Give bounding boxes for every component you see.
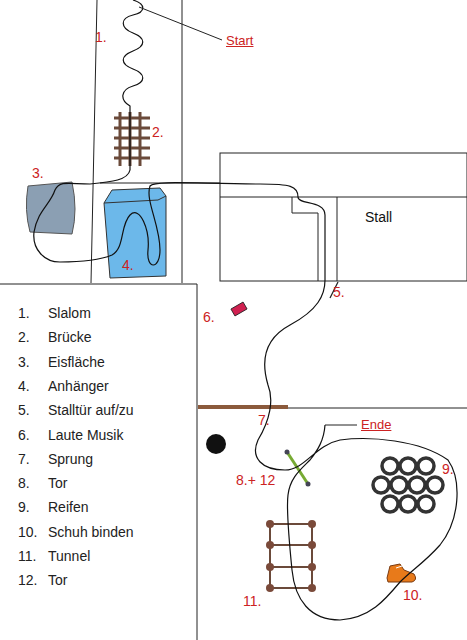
legend-item: Slalom	[48, 306, 91, 321]
start-label: Start	[226, 34, 253, 48]
barn-label: Stall	[337, 197, 467, 225]
legend-item: Laute Musik	[48, 428, 123, 443]
legend-number: 4.	[18, 379, 30, 394]
barn-area: Stall	[337, 197, 467, 281]
legend-number: 11.	[18, 549, 36, 564]
legend-number: 7.	[18, 452, 30, 467]
legend-item: Reifen	[48, 500, 88, 515]
callout-number: 11.	[243, 594, 261, 609]
callout-number: 8.+ 12	[236, 473, 275, 488]
legend-item: Brücke	[48, 330, 92, 345]
legend-number: 1.	[18, 306, 30, 321]
legend-item: Tunnel	[48, 549, 90, 564]
legend-number: 12.	[18, 573, 37, 588]
end-label: Ende	[361, 418, 391, 432]
callout-number: 5.	[333, 285, 345, 300]
legend-item: Sprung	[48, 452, 93, 467]
callout-number: 6.	[203, 310, 215, 325]
legend-item: Tor	[48, 476, 67, 491]
callout-number: 7.	[258, 413, 270, 428]
legend-item: Schuh binden	[48, 525, 134, 540]
callout-number: 4.	[122, 258, 134, 273]
legend-number: 2.	[18, 330, 30, 345]
callout-number: 1.	[95, 30, 107, 45]
callout-number: 10.	[403, 588, 422, 603]
legend-item: Anhänger	[48, 379, 109, 394]
legend-number: 6.	[18, 428, 30, 443]
legend-number: 9.	[18, 500, 30, 515]
legend-number: 8.	[18, 476, 30, 491]
legend-item: Eisfläche	[48, 355, 105, 370]
legend-item: Stalltür auf/zu	[48, 403, 134, 418]
legend-number: 3.	[18, 355, 30, 370]
legend-number: 10.	[18, 525, 37, 540]
callout-number: 2.	[152, 125, 164, 140]
legend-item: Tor	[48, 573, 67, 588]
callout-number: 3.	[32, 166, 44, 181]
callout-number: 9.	[442, 462, 454, 477]
legend-number: 5.	[18, 403, 30, 418]
